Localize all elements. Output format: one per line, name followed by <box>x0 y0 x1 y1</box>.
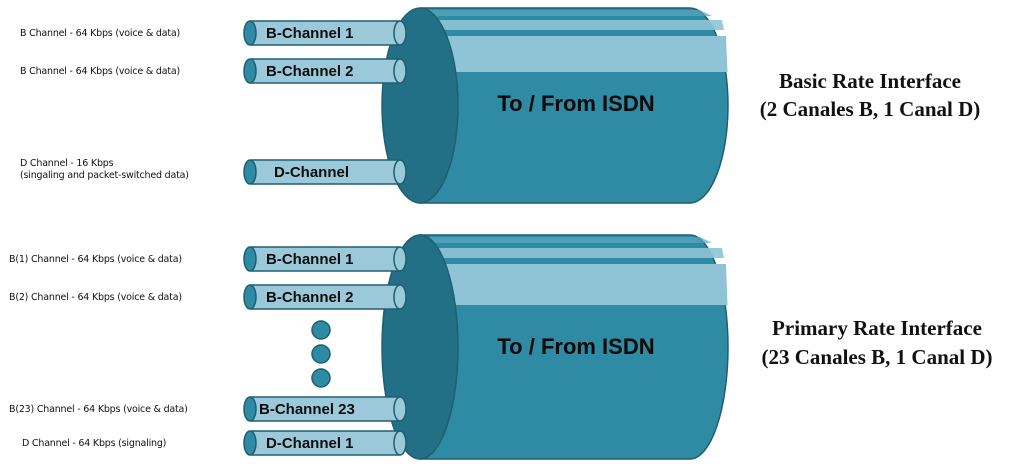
bri-d-channel-end <box>243 159 257 185</box>
pri-channel-23: B-Channel 23 B(23) Channel - 64 Kbps (vo… <box>9 396 407 422</box>
bri-d-channel-label: D-Channel <box>274 164 349 181</box>
pri-channel-23-far-end <box>393 396 407 422</box>
pri-title: Primary Rate Interface <box>772 316 982 340</box>
pri-cylinder-label: To / From ISDN <box>497 334 654 359</box>
pri-channel-23-desc: B(23) Channel - 64 Kbps (voice & data) <box>9 404 188 415</box>
pri-channel-1-far-end <box>393 246 407 272</box>
pri-d-channel-label: D-Channel 1 <box>266 435 354 452</box>
bri-channel-1-desc: B Channel - 64 Kbps (voice & data) <box>20 28 180 39</box>
pri-d-channel: D-Channel 1 D Channel - 64 Kbps (signali… <box>22 430 407 456</box>
pri-cylinder-highlight <box>423 237 712 243</box>
bri-cylinder: To / From ISDN <box>381 7 729 204</box>
pri-cylinder-stripe <box>423 248 724 258</box>
bri-d-channel: D-Channel D Channel - 16 Kbps (singaling… <box>20 158 407 185</box>
bri-cylinder-stripe-lower <box>423 36 728 72</box>
bri-subtitle: (2 Canales B, 1 Canal D) <box>760 97 981 121</box>
ellipsis-dot <box>311 320 331 340</box>
bri-cylinder-stripe <box>423 20 724 30</box>
bri-cylinder-highlight <box>423 10 712 16</box>
bri-channel-2: B-Channel 2 B Channel - 64 Kbps (voice &… <box>20 58 407 84</box>
pri-channel-1-end <box>243 246 257 272</box>
pri-channel-1: B-Channel 1 B(1) Channel - 64 Kbps (voic… <box>9 246 407 272</box>
bri-title: Basic Rate Interface <box>779 69 961 93</box>
bri-channel-1-end <box>243 20 257 46</box>
pri-subtitle: (23 Canales B, 1 Canal D) <box>761 345 992 369</box>
pri-group: To / From ISDN B-Channel 1 B(1) Channel … <box>9 234 993 460</box>
pri-channel-23-end <box>243 396 257 422</box>
bri-channel-1-label: B-Channel 1 <box>266 25 354 42</box>
bri-channel-2-desc: B Channel - 64 Kbps (voice & data) <box>20 66 180 77</box>
bri-d-channel-desc-line-2: (singaling and packet-switched data) <box>20 170 189 181</box>
pri-channel-2-end <box>243 284 257 310</box>
bri-channel-1-far-end <box>393 20 407 46</box>
ellipsis-dot <box>311 344 331 364</box>
pri-channel-2-desc: B(2) Channel - 64 Kbps (voice & data) <box>9 292 182 303</box>
bri-cylinder-end <box>381 7 459 204</box>
pri-cylinder-stripe-lower <box>423 264 728 305</box>
bri-d-channel-desc-line-1: D Channel - 16 Kbps <box>20 158 114 169</box>
pri-channel-2-far-end <box>393 284 407 310</box>
bri-cylinder-label: To / From ISDN <box>497 91 654 116</box>
pri-channel-1-desc: B(1) Channel - 64 Kbps (voice & data) <box>9 254 182 265</box>
pri-d-channel-desc: D Channel - 64 Kbps (signaling) <box>22 438 166 449</box>
pri-d-channel-end <box>243 430 257 456</box>
bri-d-channel-far-end <box>393 159 407 185</box>
pri-channel-23-label: B-Channel 23 <box>259 401 355 418</box>
ellipsis-dot <box>311 368 331 388</box>
bri-group: To / From ISDN B-Channel 1 B Channel - 6… <box>20 7 981 204</box>
pri-cylinder: To / From ISDN <box>381 234 729 460</box>
pri-channel-2: B-Channel 2 B(2) Channel - 64 Kbps (voic… <box>9 284 407 310</box>
pri-d-channel-far-end <box>393 430 407 456</box>
bri-channel-2-label: B-Channel 2 <box>266 63 354 80</box>
bri-channel-2-end <box>243 58 257 84</box>
bri-channel-1: B-Channel 1 B Channel - 64 Kbps (voice &… <box>20 20 407 46</box>
bri-channel-2-far-end <box>393 58 407 84</box>
pri-channel-1-label: B-Channel 1 <box>266 251 354 268</box>
pri-channel-ellipsis <box>311 320 331 388</box>
pri-channel-2-label: B-Channel 2 <box>266 289 354 306</box>
